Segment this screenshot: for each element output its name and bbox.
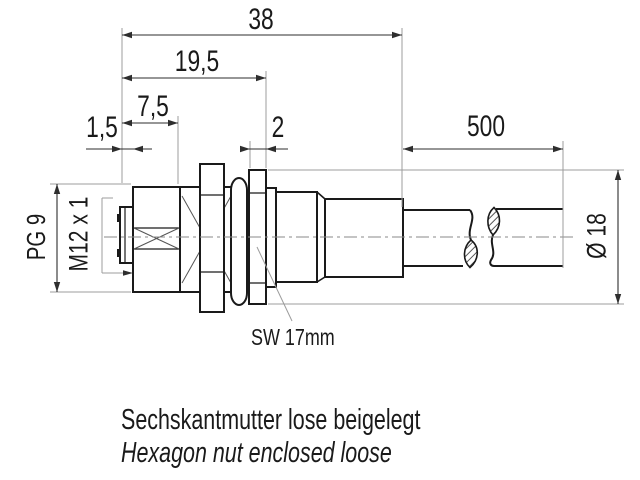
hex-flange bbox=[199, 163, 225, 313]
sw17-leader bbox=[256, 246, 293, 322]
m12-label: M12 x 1 bbox=[63, 196, 94, 272]
dim-19-5-label: 19,5 bbox=[174, 45, 220, 78]
dim-500-label: 500 bbox=[466, 110, 506, 143]
rear-body bbox=[275, 191, 404, 283]
diameter-18-label: Ø 18 bbox=[581, 213, 612, 259]
sw17-label: SW 17mm bbox=[251, 324, 335, 350]
thread-section bbox=[132, 186, 181, 293]
dim-2-label: 2 bbox=[271, 111, 285, 144]
dim-7-5-label: 7,5 bbox=[137, 90, 169, 123]
dim-1-5-label: 1,5 bbox=[86, 111, 118, 144]
o-ring bbox=[230, 177, 248, 306]
m12-leader-arrow bbox=[123, 270, 133, 276]
break-hatch-upper bbox=[487, 206, 501, 237]
pg9-label: PG 9 bbox=[21, 213, 51, 261]
cable-segment-1 bbox=[403, 209, 479, 269]
front-insert bbox=[117, 206, 134, 264]
dimension-arrows bbox=[53, 31, 622, 304]
note-english: Hexagon nut enclosed loose bbox=[121, 437, 392, 469]
extension-lines bbox=[50, 28, 624, 305]
cable-segment-2 bbox=[487, 206, 563, 267]
note-german: Sechskantmutter lose beigelegt bbox=[121, 404, 421, 436]
break-hatch-lower bbox=[463, 238, 479, 269]
dim-38-label: 38 bbox=[248, 3, 274, 36]
